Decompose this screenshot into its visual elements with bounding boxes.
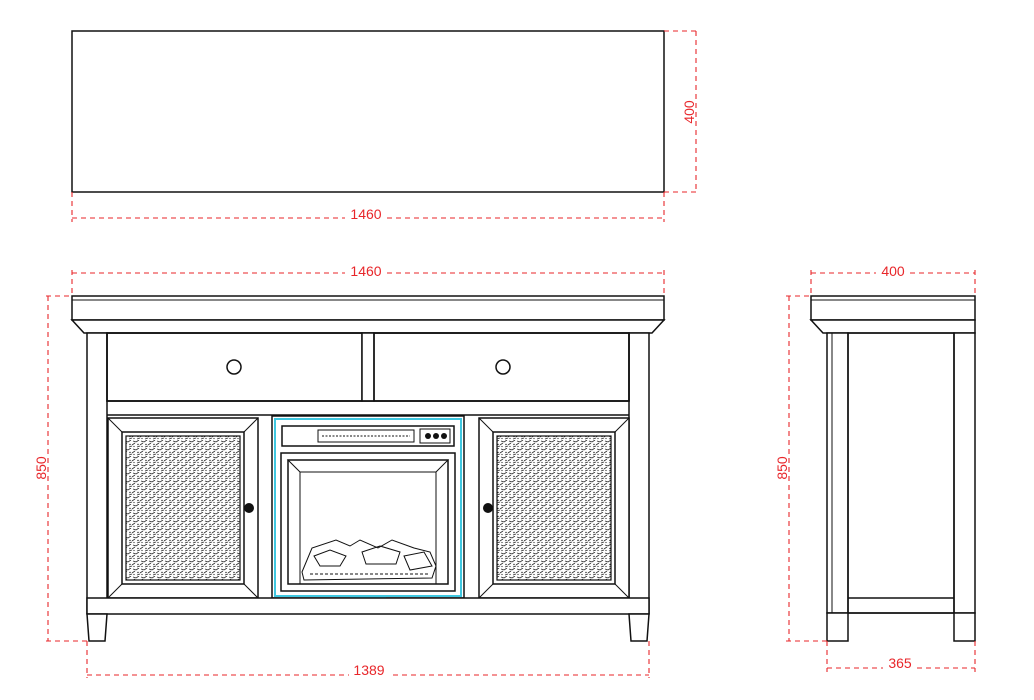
right-door [478, 417, 630, 599]
side-back-leg [953, 612, 976, 642]
front-right-side [628, 332, 650, 614]
top-view-depth-label: 400 [681, 100, 697, 124]
front-view: 1460 [33, 263, 666, 678]
fireplace-control-panel [281, 425, 455, 447]
side-view: 400 850 365 [774, 263, 976, 672]
left-door-knob-icon [244, 503, 254, 513]
right-door-mesh-panel [496, 435, 612, 581]
front-height-dimension: 850 [33, 295, 89, 642]
side-front-leg [826, 612, 849, 642]
side-top-depth-dimension: 400 [810, 263, 976, 296]
left-drawer [106, 332, 363, 402]
front-bottom-rail [86, 597, 650, 615]
front-crown-moulding [70, 319, 666, 334]
side-panel [847, 332, 955, 614]
top-view-outline [71, 30, 665, 193]
front-height-label: 850 [33, 456, 49, 480]
left-door-mesh-panel [125, 435, 241, 581]
side-base-depth-label: 365 [888, 655, 912, 671]
right-drawer [373, 332, 630, 402]
left-drawer-knob-icon [226, 359, 242, 375]
side-top-depth-label: 400 [881, 263, 905, 279]
fireplace-insert [271, 415, 465, 599]
side-crown-moulding [809, 319, 976, 334]
top-view-width-label: 1460 [350, 206, 381, 222]
center-drawer-divider [361, 332, 375, 402]
right-door-knob-icon [483, 503, 493, 513]
front-base-width-dimension: 1389 [86, 641, 650, 678]
side-front-post [826, 332, 849, 614]
front-right-leg [628, 613, 650, 642]
control-button-icon [425, 433, 431, 439]
side-base-depth-dimension: 365 [826, 641, 976, 672]
front-base-width-label: 1389 [353, 662, 384, 678]
front-top-width-dimension: 1460 [71, 263, 665, 296]
right-drawer-knob-icon [495, 359, 511, 375]
top-view: 400 1460 [71, 30, 698, 222]
logs-icon [300, 539, 437, 585]
firebox-frame [280, 452, 456, 592]
control-button-icon [441, 433, 447, 439]
control-button-icon [433, 433, 439, 439]
side-height-dimension: 850 [774, 295, 827, 642]
side-height-label: 850 [774, 456, 790, 480]
top-view-width-dimension: 1460 [71, 192, 665, 222]
left-door [107, 417, 259, 599]
front-top-width-label: 1460 [350, 263, 381, 279]
front-left-leg [86, 613, 108, 642]
side-back-post [953, 332, 976, 614]
front-left-side [86, 332, 108, 614]
top-view-depth-dimension: 400 [664, 30, 698, 193]
